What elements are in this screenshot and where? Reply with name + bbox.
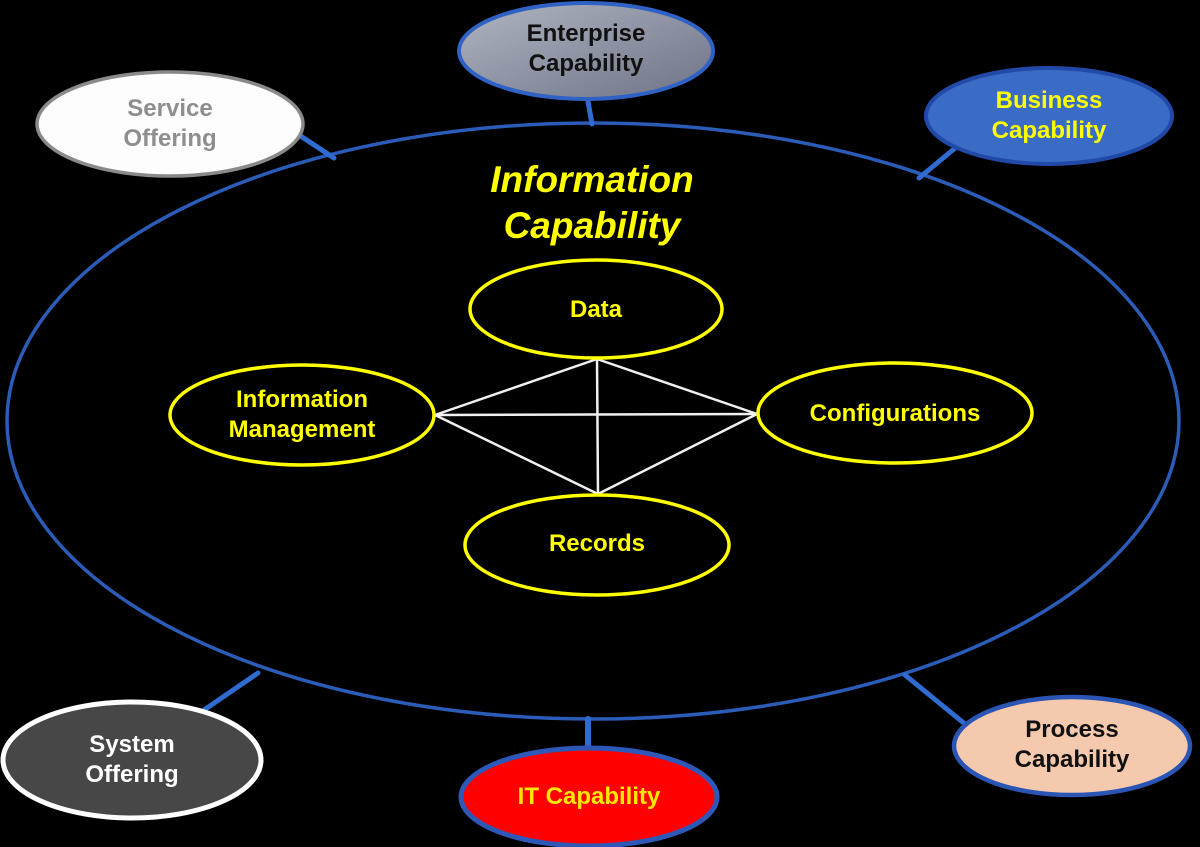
enterprise-capability-ellipse [457,1,715,101]
it-capability-ellipse [458,745,720,847]
connector-business [916,146,957,181]
edge-informationmanagement-records [434,413,599,496]
connector-system [201,670,261,713]
edge-configurations-records [597,412,758,496]
system-offering-ellipse [0,699,264,821]
edge-data-records [595,358,600,495]
edge-data-configurations [596,357,758,416]
information-management-ellipse [168,363,436,467]
records-ellipse [463,493,731,597]
connector-service [293,130,337,161]
service-offering-ellipse [35,70,305,178]
business-capability-ellipse [924,66,1174,166]
data-ellipse [468,258,724,360]
edge-data-informationmanagement [434,357,598,417]
configurations-ellipse [756,361,1034,465]
connector-process [902,672,968,727]
process-capability-ellipse [951,694,1193,798]
edge-informationmanagement-configurations [434,412,758,417]
